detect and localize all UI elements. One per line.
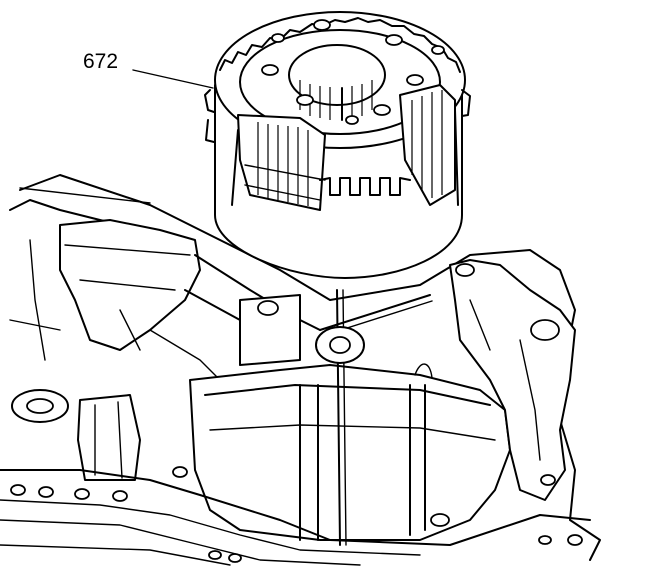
leader-line-672	[132, 69, 214, 89]
drum-assembly	[204, 11, 471, 279]
callout-label-672: 672	[83, 50, 118, 73]
transmission-case	[0, 174, 601, 566]
callout-672: 672	[83, 50, 214, 89]
